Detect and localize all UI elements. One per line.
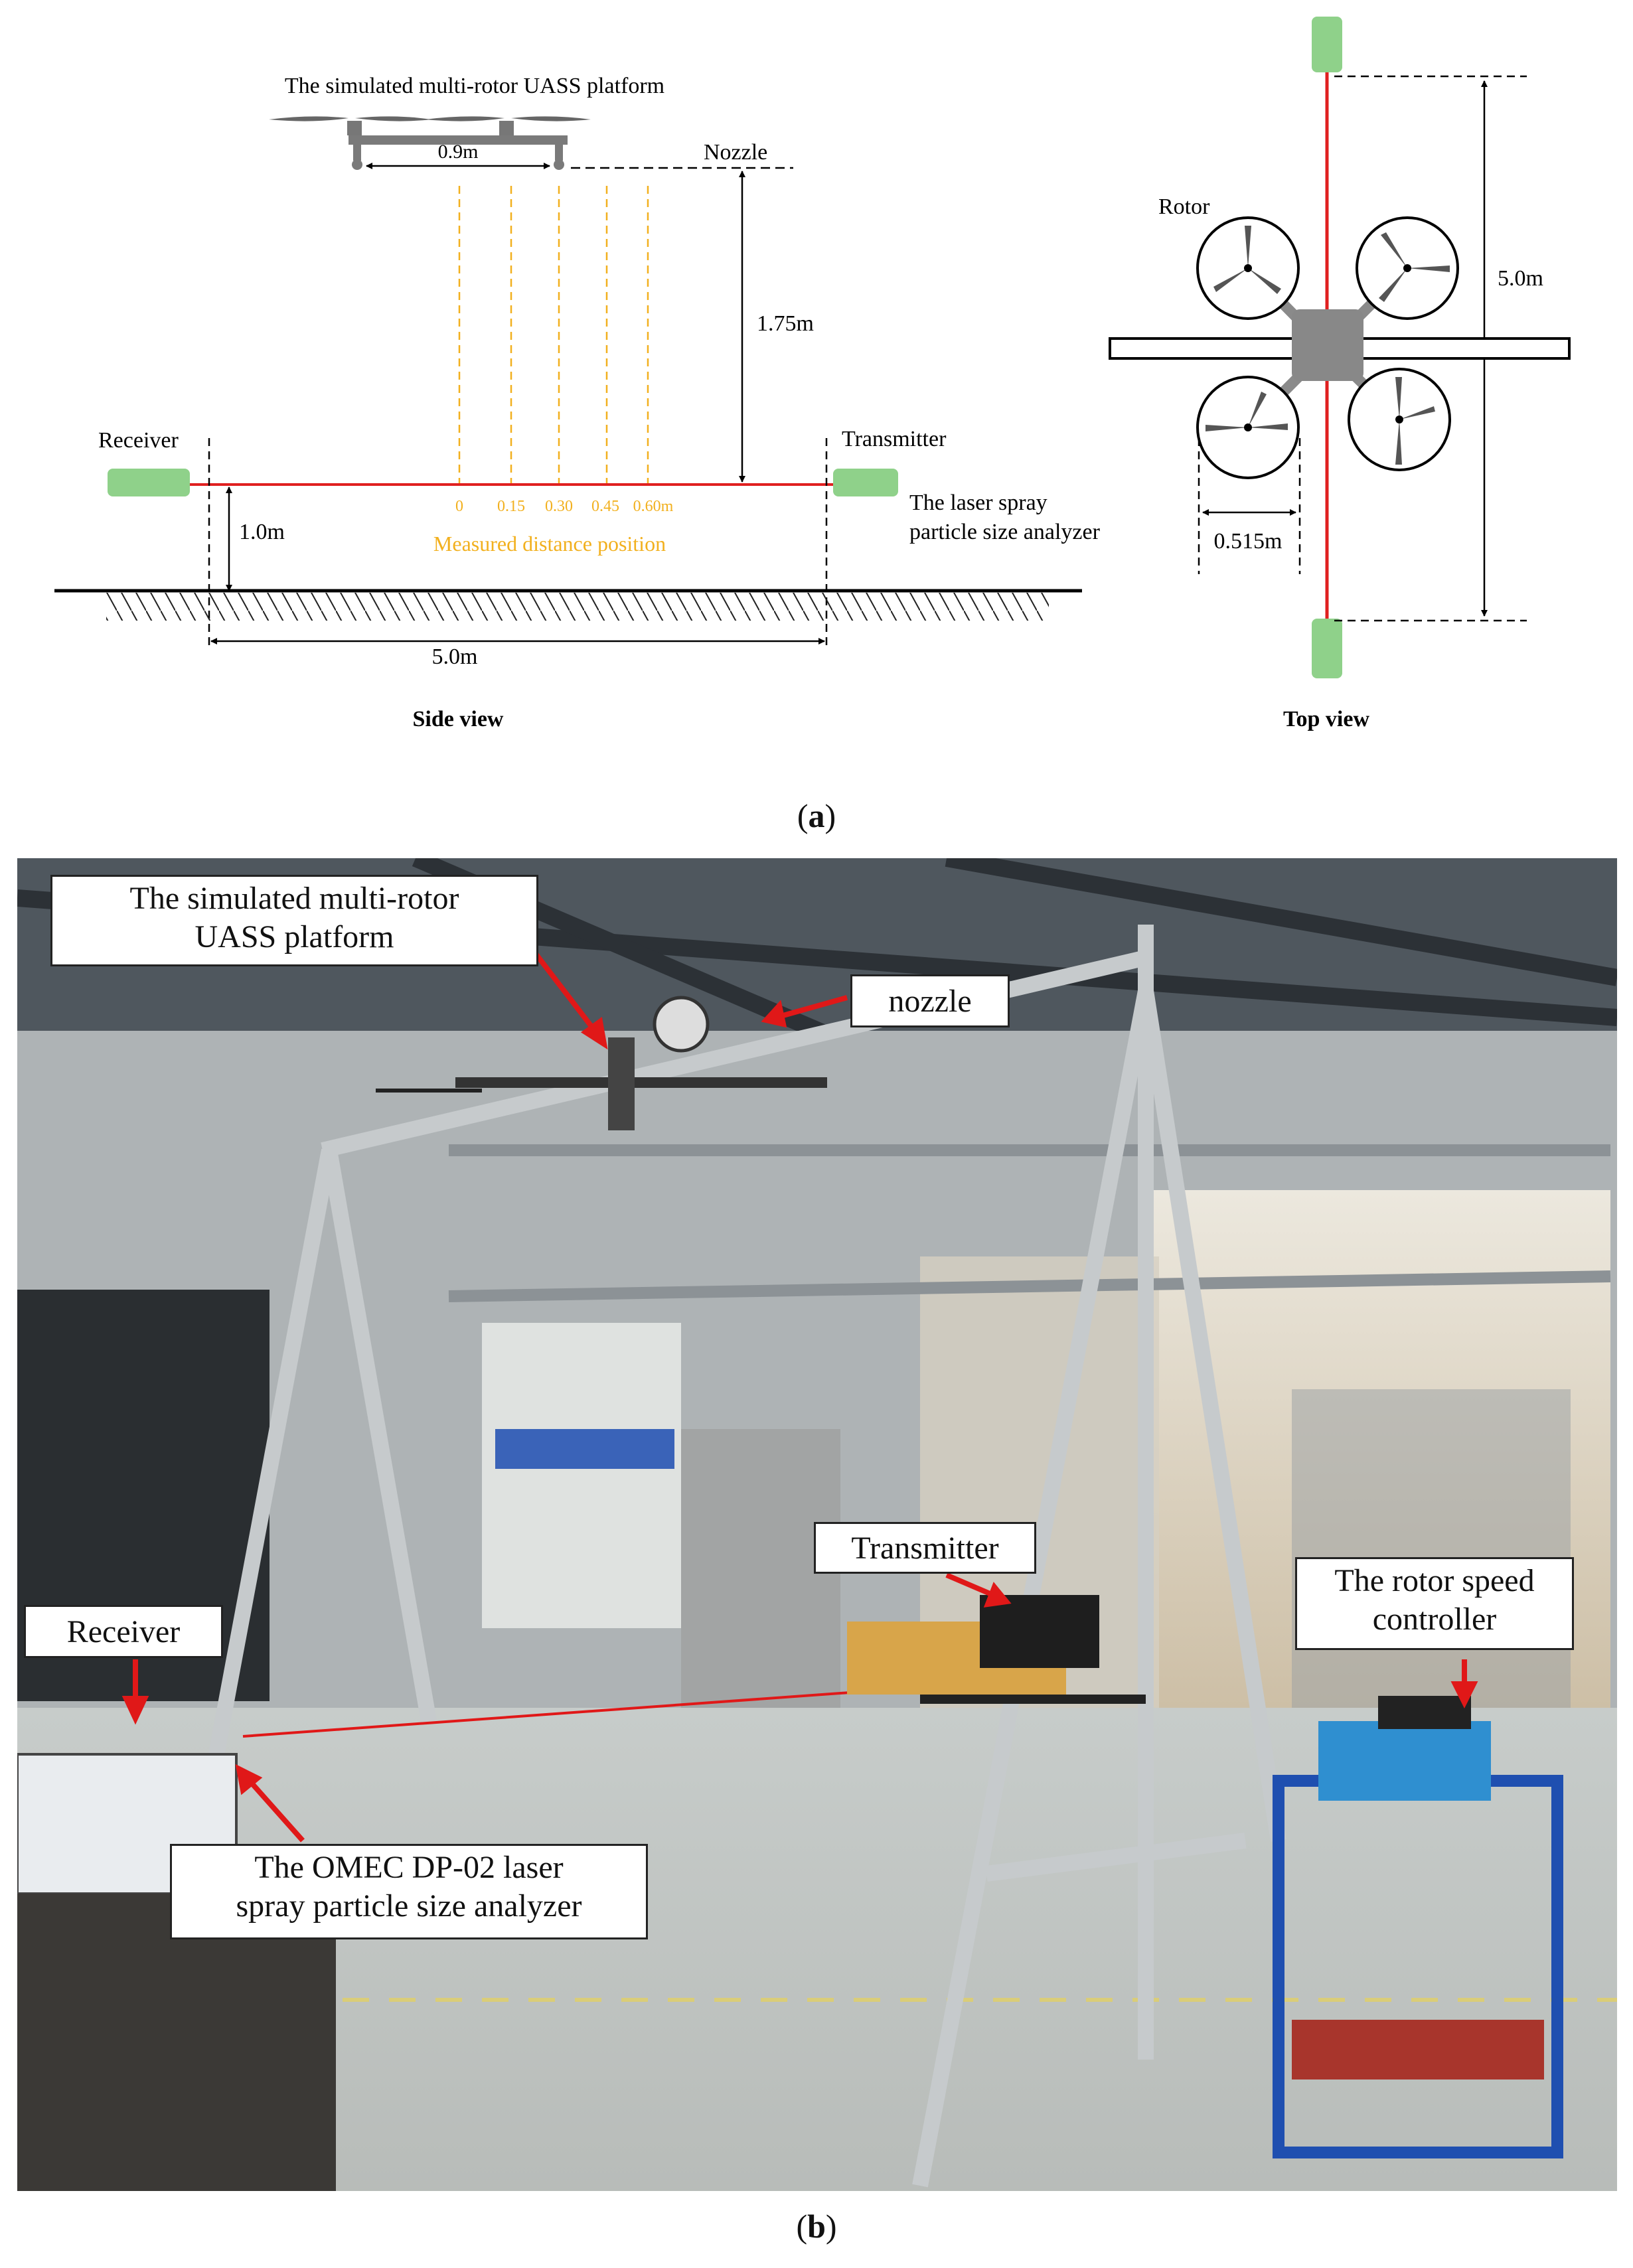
- position-label-3: 0.45: [591, 498, 619, 515]
- ground-hatch: [106, 593, 1049, 621]
- callout-nozzle-text: nozzle: [888, 984, 972, 1019]
- platform-drawing: [269, 116, 591, 170]
- photo-laser-beam: [242, 1683, 961, 1738]
- measurement-lines: [458, 186, 649, 483]
- panel-a-label: (a): [797, 797, 836, 834]
- blue-bins: [495, 1429, 674, 1469]
- panel-a-letter: a: [808, 797, 825, 834]
- right-mesh-panel: [1292, 1389, 1571, 1708]
- top-view: 5.0m: [1109, 17, 1571, 731]
- photo-illustration: [17, 858, 1617, 2191]
- nozzle-height-label: 1.75m: [757, 311, 814, 336]
- rotor-top-left: [1196, 216, 1300, 320]
- callout-controller: The rotor speed controller: [1295, 1557, 1574, 1650]
- controller-blue-box: [1318, 1721, 1491, 1801]
- callout-arrows: [121, 949, 1478, 1843]
- cart-red-items: [1292, 2020, 1544, 2079]
- photo-transmitter: [980, 1595, 1099, 1668]
- arm-span-label: 0.9m: [438, 141, 479, 163]
- position-label-0: 0: [455, 498, 463, 515]
- platform-label: The simulated multi-rotor UASS platform: [285, 74, 664, 98]
- left-table: [17, 1894, 336, 2191]
- callout-nozzle: nozzle: [850, 974, 1010, 1027]
- top-sensor-block: [1312, 17, 1342, 72]
- transmitter-table: [920, 1695, 1146, 1704]
- bottom-sensor-block: [1312, 619, 1342, 678]
- panel-b-label: (b): [796, 2208, 837, 2245]
- callout-analyzer-line2: spray particle size analyzer: [236, 1888, 582, 1924]
- rotor-speed-controller: [1378, 1696, 1471, 1729]
- rotor-diameter-label: 0.515m: [1214, 529, 1283, 554]
- side-view: The simulated multi-rotor UASS platform …: [54, 74, 1101, 731]
- positions-caption: Measured distance position: [433, 532, 666, 556]
- position-label-2: 0.30: [545, 498, 573, 515]
- side-view-caption: Side view: [413, 707, 504, 731]
- callout-analyzer-line1: The OMEC DP-02 laser: [254, 1850, 564, 1885]
- rotor-top-right: [1356, 216, 1459, 320]
- left-shelf: [482, 1323, 681, 1628]
- rotor-bottom-left: [1196, 376, 1300, 479]
- callout-controller-line1: The rotor speed: [1334, 1563, 1535, 1598]
- transmitter-label: Transmitter: [842, 427, 947, 451]
- nozzle-label: Nozzle: [704, 140, 767, 165]
- mesh-panel: [681, 1429, 840, 1741]
- panel-b-letter: b: [807, 2208, 826, 2245]
- position-labels: 0 0.15 0.30 0.45 0.60m: [455, 498, 674, 515]
- transmitter-block: [833, 469, 898, 496]
- top-view-caption: Top view: [1283, 707, 1370, 731]
- analyzer-label-line1: The laser spray: [909, 491, 1048, 515]
- callout-analyzer: The OMEC DP-02 laser spray particle size…: [170, 1844, 648, 1939]
- schematic-diagram: The simulated multi-rotor UASS platform …: [54, 17, 1571, 731]
- ground-span-label: 5.0m: [432, 644, 478, 669]
- callout-transmitter: Transmitter: [814, 1522, 1036, 1574]
- receiver-label: Receiver: [98, 428, 179, 453]
- position-label-1: 0.15: [497, 498, 525, 515]
- callout-platform-line2: UASS platform: [194, 919, 394, 954]
- callout-platform: The simulated multi-rotor UASS platform: [50, 875, 538, 966]
- lab-photo: The simulated multi-rotor UASS platform …: [17, 858, 1617, 2191]
- callout-transmitter-text: Transmitter: [851, 1531, 999, 1566]
- gantry-frame: [208, 925, 1286, 2188]
- drone-body: [1292, 309, 1363, 381]
- beam-height-label: 1.0m: [239, 520, 285, 544]
- rotor-bottom-right: [1348, 368, 1451, 471]
- rotor-label: Rotor: [1158, 194, 1210, 219]
- analyzer-label-line2: particle size analyzer: [909, 520, 1101, 544]
- top-span-label: 5.0m: [1498, 266, 1543, 291]
- receiver-block: [108, 469, 190, 496]
- callout-receiver-text: Receiver: [66, 1614, 181, 1649]
- callout-platform-line1: The simulated multi-rotor: [129, 881, 459, 916]
- position-label-4: 0.60m: [633, 498, 674, 515]
- callout-controller-line2: controller: [1372, 1602, 1497, 1637]
- photo-platform: [376, 996, 827, 1130]
- horizontal-truss: [448, 1144, 1611, 1302]
- callout-receiver: Receiver: [24, 1605, 223, 1658]
